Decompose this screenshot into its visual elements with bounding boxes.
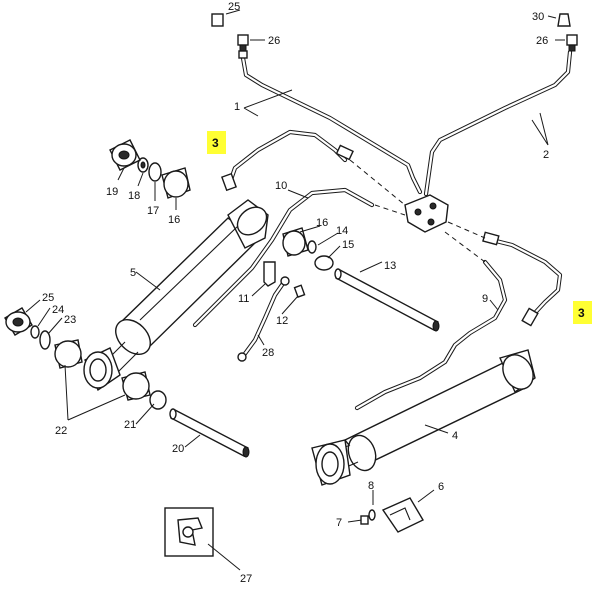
manifold-block bbox=[404, 194, 449, 233]
bushing-22-lower bbox=[121, 371, 151, 401]
highlight-box-3-upper bbox=[207, 131, 226, 154]
inset-box-27 bbox=[164, 507, 214, 557]
hydraulic-line-1 bbox=[240, 55, 423, 195]
bushing-16-upper bbox=[161, 167, 191, 199]
bracket-11 bbox=[263, 261, 276, 287]
washer-18 bbox=[137, 157, 149, 173]
callout-14: 14 bbox=[336, 225, 348, 237]
hydraulic-line-10 bbox=[192, 187, 375, 328]
washer-8 bbox=[368, 509, 376, 521]
callout-10: 10 bbox=[275, 180, 287, 192]
seal-25 bbox=[4, 307, 33, 336]
ground-strap-28 bbox=[237, 276, 290, 362]
callout-3-right: 3 bbox=[578, 306, 585, 320]
callout-25: 25 bbox=[42, 292, 54, 304]
washer-14 bbox=[307, 240, 317, 254]
hydraulic-hose-3-right bbox=[482, 231, 563, 327]
callout-18: 18 bbox=[128, 190, 140, 202]
callout-16-upper: 16 bbox=[168, 214, 180, 226]
bushing-22-upper bbox=[54, 339, 83, 369]
callout-27: 27 bbox=[240, 573, 252, 585]
fitting-26-right bbox=[566, 34, 578, 52]
callout-19: 19 bbox=[106, 186, 118, 198]
fitting-26-left bbox=[237, 34, 249, 59]
callout-21: 21 bbox=[124, 419, 136, 431]
callout-6: 6 bbox=[438, 481, 444, 493]
callout-8: 8 bbox=[368, 480, 374, 492]
pivot-pin-13 bbox=[334, 268, 440, 332]
callout-13: 13 bbox=[384, 260, 396, 272]
hydraulic-line-2 bbox=[423, 49, 573, 197]
seal-19 bbox=[109, 139, 141, 171]
callout-26-right: 26 bbox=[536, 35, 548, 47]
trim-cylinder-5 bbox=[83, 199, 269, 392]
highlight-box-3-right bbox=[573, 301, 592, 324]
callout-16-middle: 16 bbox=[316, 217, 328, 229]
fitting-25-top bbox=[211, 13, 224, 27]
leader-lines bbox=[25, 9, 565, 571]
washer-15 bbox=[314, 255, 334, 271]
washer-17 bbox=[148, 162, 162, 182]
callout-9: 9 bbox=[482, 293, 488, 305]
pivot-pin-20 bbox=[169, 408, 250, 458]
callout-4: 4 bbox=[452, 430, 458, 442]
hydraulic-line-9 bbox=[354, 259, 508, 411]
washer-24 bbox=[30, 325, 40, 339]
callout-12: 12 bbox=[276, 315, 288, 327]
callout-17: 17 bbox=[147, 205, 159, 217]
callout-1: 1 bbox=[234, 101, 240, 113]
callout-15: 15 bbox=[342, 239, 354, 251]
callout-25-top: 25 bbox=[228, 1, 240, 13]
plug-30 bbox=[557, 13, 571, 27]
bushing-16-middle bbox=[282, 227, 309, 257]
callout-30: 30 bbox=[532, 11, 544, 23]
hydraulic-hose-3-upper bbox=[221, 129, 354, 192]
callout-20: 20 bbox=[172, 443, 184, 455]
screw-7 bbox=[347, 515, 369, 525]
screw-12 bbox=[293, 284, 306, 298]
trim-cylinder-4 bbox=[311, 349, 536, 486]
callout-11: 11 bbox=[238, 293, 249, 305]
callout-22: 22 bbox=[55, 425, 67, 437]
callout-28: 28 bbox=[262, 347, 274, 359]
callout-3-upper: 3 bbox=[212, 136, 219, 150]
anode-6 bbox=[381, 497, 424, 533]
callout-7: 7 bbox=[336, 517, 342, 529]
callout-23: 23 bbox=[64, 314, 76, 326]
callout-labels: 3 3 1 2 4 5 6 7 8 9 10 11 12 13 14 15 16… bbox=[42, 1, 585, 585]
callout-24: 24 bbox=[52, 304, 64, 316]
callout-2: 2 bbox=[543, 149, 549, 161]
callout-5: 5 bbox=[130, 267, 136, 279]
callout-26-left: 26 bbox=[268, 35, 280, 47]
washer-23 bbox=[39, 330, 51, 350]
